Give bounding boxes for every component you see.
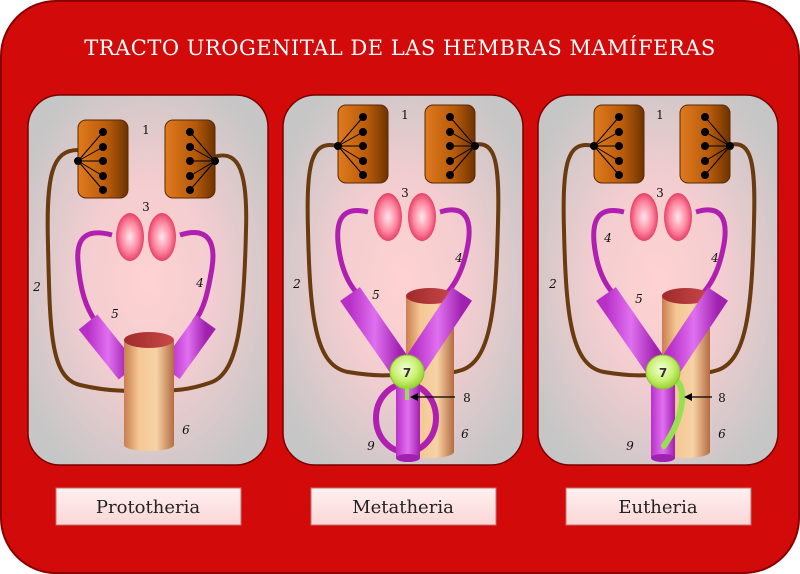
rectum-bottom xyxy=(124,439,174,451)
number-3: 3 xyxy=(142,200,150,214)
rectum-top xyxy=(124,332,174,348)
uterus-right xyxy=(160,314,216,380)
panel-prototheria: 1 2 3 4 5 6 Prototheria xyxy=(27,94,269,526)
median-vagina-end xyxy=(396,454,420,462)
uterus-left xyxy=(78,314,138,380)
number-4: 4 xyxy=(195,276,204,290)
uterus-right xyxy=(404,287,472,373)
ovary-left xyxy=(630,193,658,241)
ovary-right xyxy=(664,193,692,241)
uterus-right xyxy=(660,287,728,373)
ureter-left xyxy=(305,143,403,378)
panel-label: Metatheria xyxy=(352,497,454,518)
number-3: 3 xyxy=(401,186,409,200)
oviduct-left xyxy=(335,208,369,294)
rectum-top xyxy=(662,288,710,304)
panel-label-box xyxy=(55,487,242,526)
number-4: 4 xyxy=(454,251,463,265)
pointer-arrowhead xyxy=(684,393,692,401)
number-2: 2 xyxy=(548,277,557,291)
rectum-top xyxy=(406,288,454,304)
oviduct-right xyxy=(179,230,216,324)
number-7: 7 xyxy=(659,366,667,380)
panel-label: Eutheria xyxy=(618,497,698,518)
number-8: 8 xyxy=(463,391,471,405)
number-6: 6 xyxy=(182,423,190,437)
number-2: 2 xyxy=(32,280,41,294)
panel-background xyxy=(537,94,779,466)
number-1: 1 xyxy=(401,108,409,122)
ovary-left xyxy=(374,193,402,241)
ureter-left xyxy=(45,148,149,393)
panel-label-box xyxy=(565,487,752,526)
page-title: TRACTO UROGENITAL DE LAS HEMBRAS MAMÍFER… xyxy=(84,36,715,60)
ureter-right xyxy=(154,153,249,393)
number-5: 5 xyxy=(372,288,380,302)
number-7: 7 xyxy=(403,366,411,380)
kidney-tubules-right xyxy=(186,128,219,194)
number-4-left: 4 xyxy=(603,231,612,245)
ovary-right xyxy=(148,213,176,261)
ovary-left xyxy=(116,213,144,261)
kidney-tubules-left xyxy=(590,113,623,179)
number-5: 5 xyxy=(111,307,119,321)
oviduct-right xyxy=(695,207,728,294)
sinus-duct xyxy=(661,377,686,449)
number-5: 5 xyxy=(635,292,643,306)
number-8: 8 xyxy=(718,391,726,405)
number-4-right: 4 xyxy=(710,251,719,265)
kidney-tubules-right xyxy=(446,113,479,179)
panel-label: Prototheria xyxy=(96,497,200,518)
oviduct-right xyxy=(439,207,472,294)
ovary-right xyxy=(408,193,436,241)
number-1: 1 xyxy=(142,123,150,137)
number-6: 6 xyxy=(461,427,469,441)
ureter-left xyxy=(561,143,659,378)
oviduct-left xyxy=(591,208,625,294)
pointer-arrowhead xyxy=(410,393,418,401)
number-1: 1 xyxy=(656,108,664,122)
number-9: 9 xyxy=(367,439,375,453)
rectum-body xyxy=(124,340,174,445)
kidney-tubules-right xyxy=(701,113,734,179)
kidney-tubules-left xyxy=(334,113,367,179)
number-9: 9 xyxy=(626,439,634,453)
panel-eutheria: 1 2 3 4 4 5 6 7 8 9 Eutheria xyxy=(537,94,779,526)
number-6: 6 xyxy=(718,427,726,441)
panel-label-box xyxy=(310,487,497,526)
panel-metatheria: 1 2 3 4 5 6 7 8 9 Metatheria xyxy=(282,94,524,526)
kidney-tubules-left xyxy=(74,128,107,194)
uterus-left xyxy=(340,287,410,373)
number-3: 3 xyxy=(656,186,664,200)
number-2: 2 xyxy=(292,277,301,291)
urogenital-sinus xyxy=(645,354,681,390)
uterus-left xyxy=(596,287,666,373)
oviduct-left xyxy=(75,230,113,324)
vagina-end xyxy=(651,454,675,462)
